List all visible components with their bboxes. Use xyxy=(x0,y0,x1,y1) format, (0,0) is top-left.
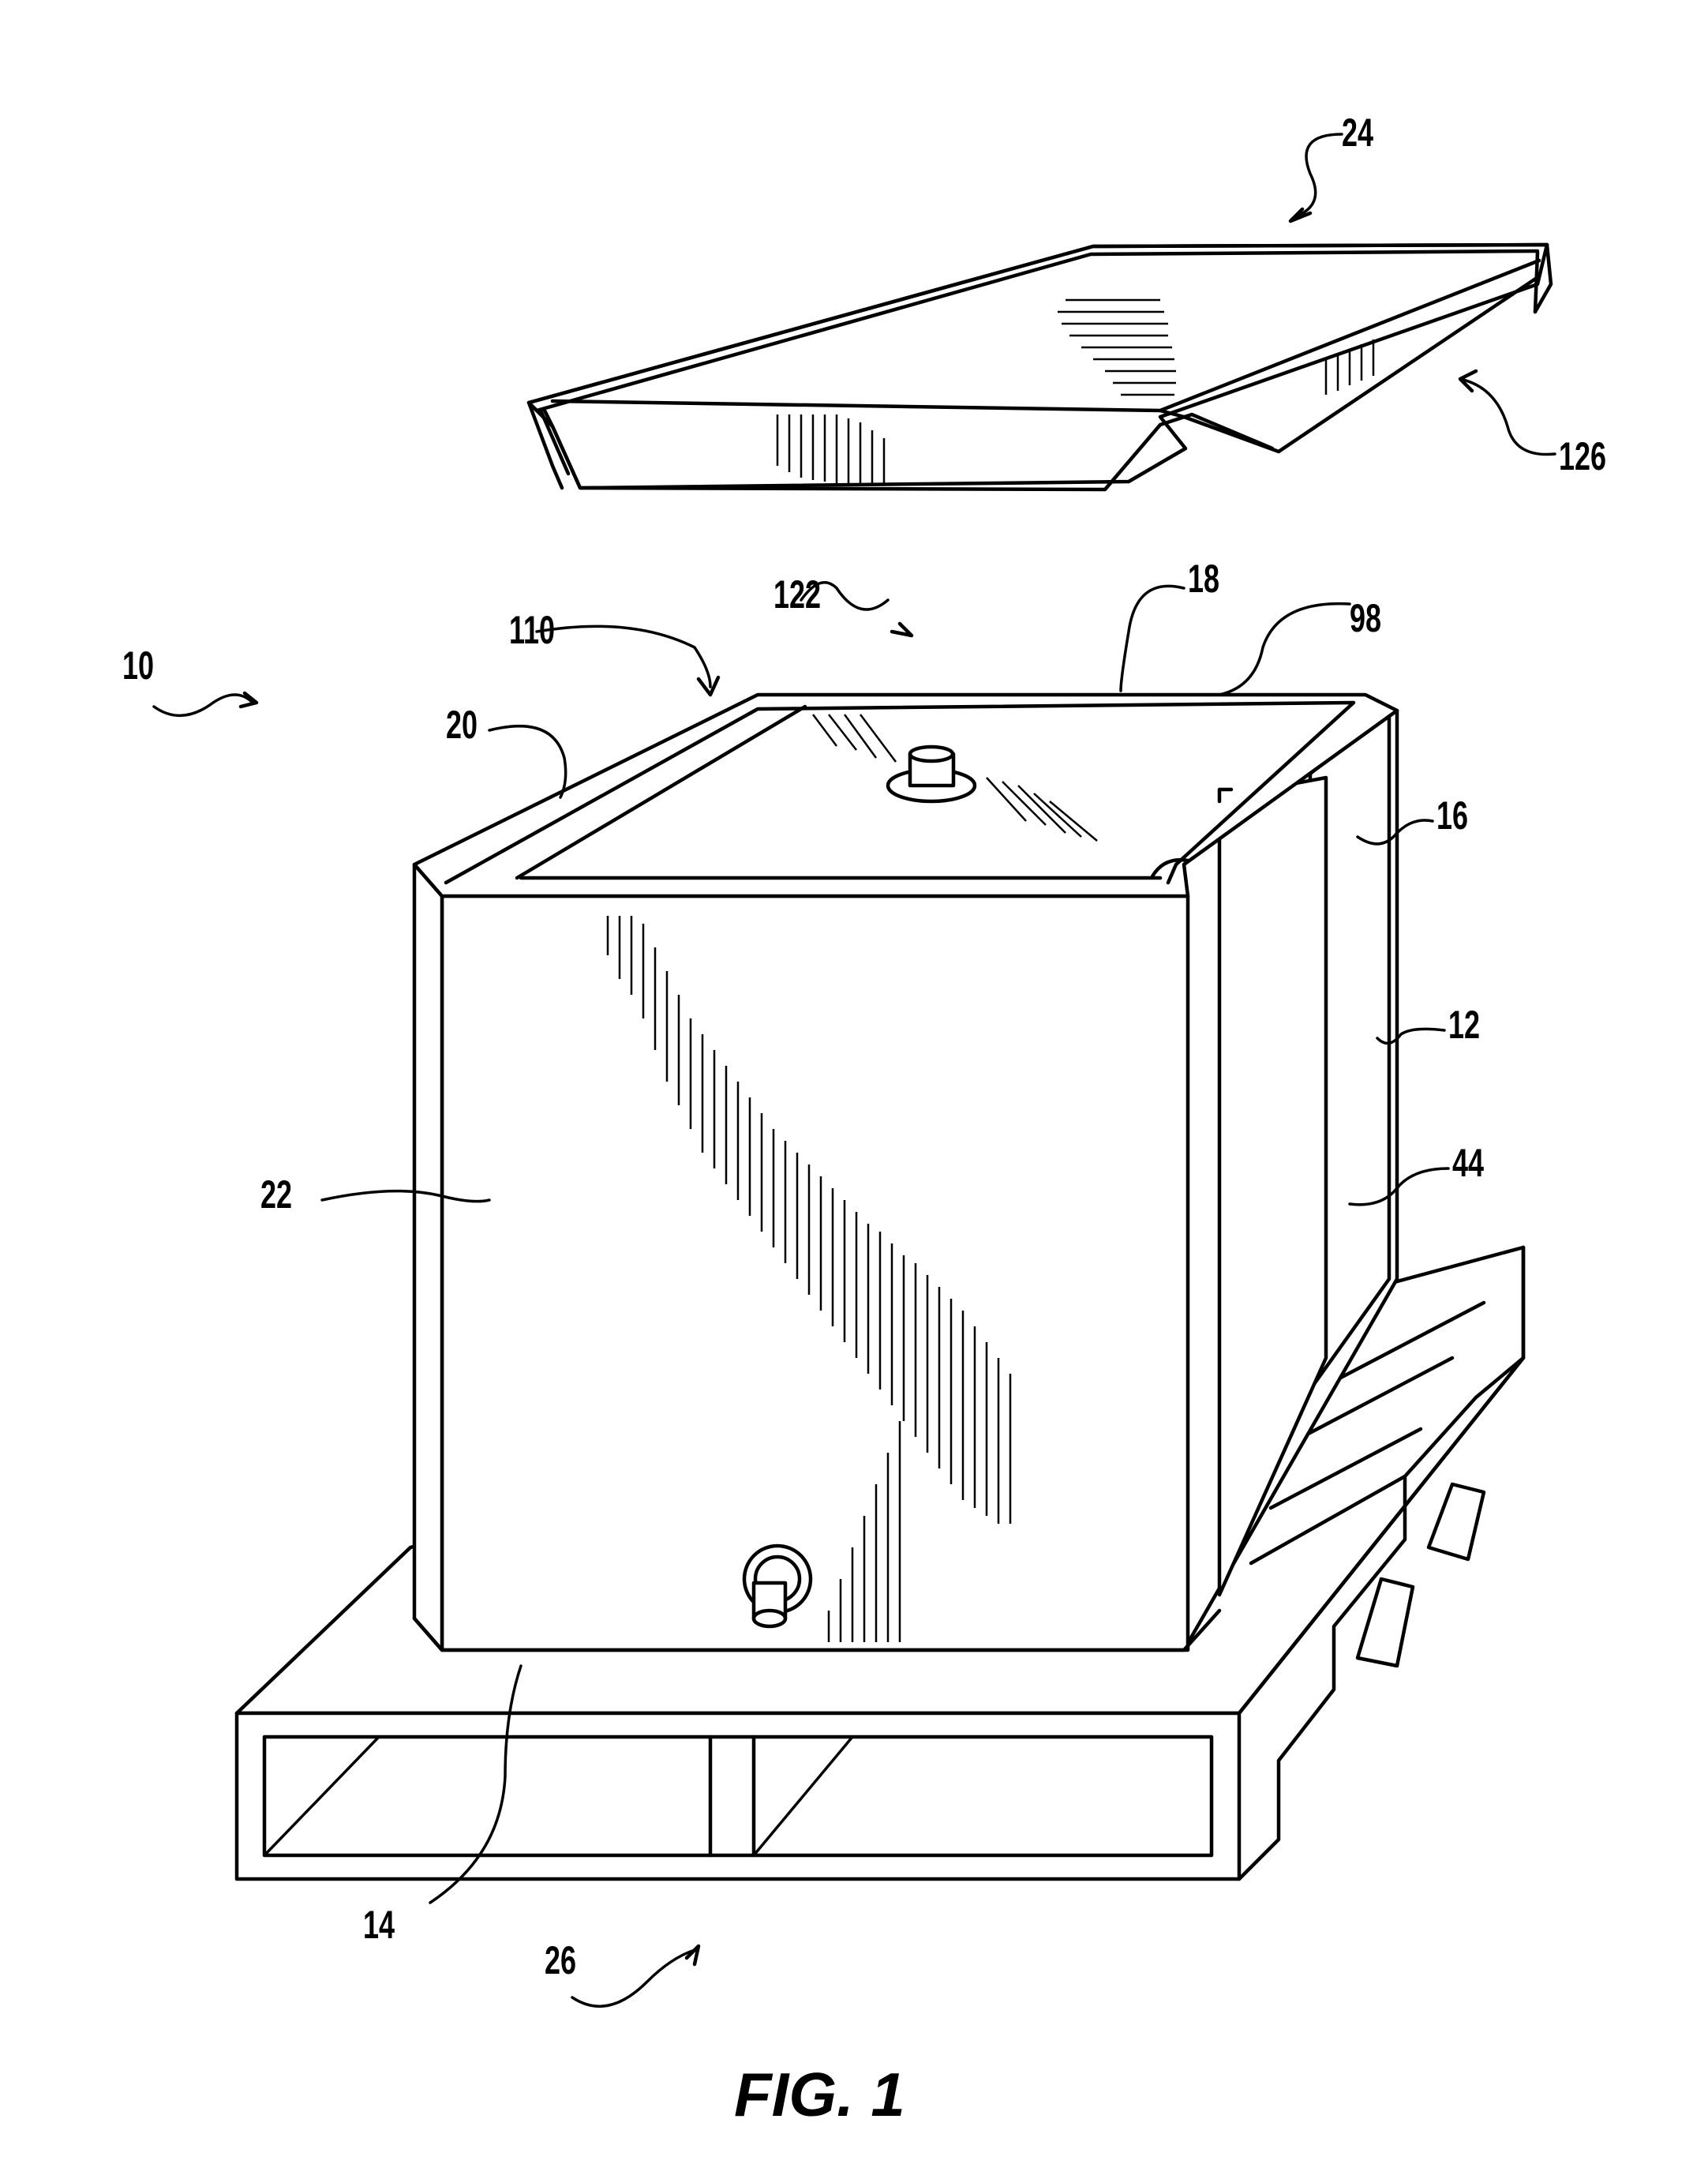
ref-98: 98 xyxy=(1350,597,1381,640)
container-body xyxy=(414,695,1397,1650)
ref-14: 14 xyxy=(363,1903,395,1947)
ref-22: 22 xyxy=(260,1173,292,1217)
ref-24: 24 xyxy=(1342,111,1373,155)
ref-110: 110 xyxy=(509,609,555,652)
ref-26: 26 xyxy=(545,1939,576,1982)
lid xyxy=(529,245,1551,489)
ref-44: 44 xyxy=(1452,1142,1484,1185)
ref-12: 12 xyxy=(1448,1003,1480,1047)
ref-16: 16 xyxy=(1436,794,1468,838)
ref-18: 18 xyxy=(1188,557,1219,601)
ref-122: 122 xyxy=(773,573,821,617)
ref-10: 10 xyxy=(122,644,154,688)
ref-20: 20 xyxy=(446,703,478,747)
ref-126: 126 xyxy=(1559,435,1606,478)
figure-label: FIG. 1 xyxy=(734,2060,905,2129)
